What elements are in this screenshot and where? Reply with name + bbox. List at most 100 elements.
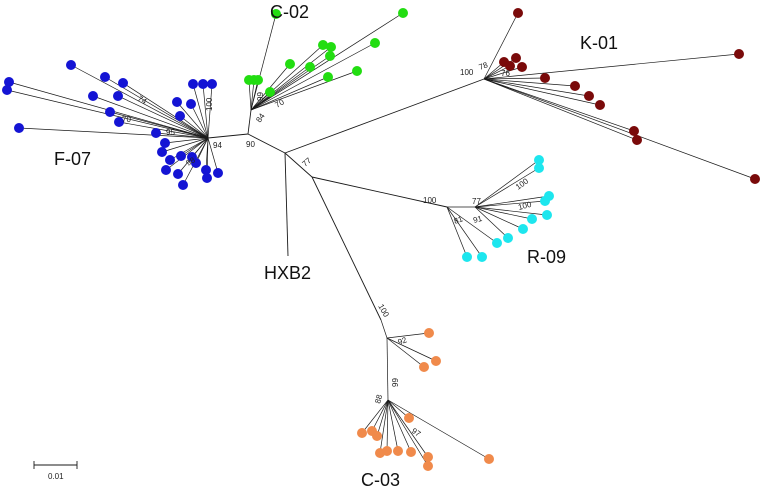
tip-node [213,168,223,178]
tip-node [198,79,208,89]
bootstrap-label: 77 [301,156,314,169]
tip-node [160,138,170,148]
tip-node [265,87,275,97]
tip-node [14,123,24,133]
tip-node [372,431,382,441]
bootstrap-label: 77 [472,197,481,206]
c03-tips [357,328,494,471]
tip-node [382,446,392,456]
scale-bar-label: 0.01 [48,472,64,481]
tip-node [157,147,167,157]
tip-node [517,62,527,72]
c02-stem-branch [247,109,252,135]
bootstrap-label: 100 [517,200,533,212]
scale-bar: 0.01 [33,461,78,481]
c03-stem-branch [311,176,382,321]
bootstrap-label: 99 [256,92,265,101]
r09-tips [462,155,554,262]
clade-label-f07: F-07 [54,149,91,169]
clade-label-hxb2: HXB2 [264,263,311,283]
tip-node [352,66,362,76]
bootstrap-label: 78 [478,60,490,72]
tip-node [325,51,335,61]
clade-k01 [483,8,760,184]
tip-node [462,252,472,262]
tip-node [398,8,408,18]
bootstrap-label: 81 [453,214,465,226]
k01-tips [499,8,760,184]
tip-node [632,135,642,145]
clade-label-r09: R-09 [527,247,566,267]
tip-node [173,169,183,179]
tip-node [271,9,281,19]
tip-node [151,128,161,138]
tip-node [492,238,502,248]
tip-node [540,196,550,206]
tip-node [423,452,433,462]
tip-node [285,59,295,69]
tip-node [734,49,744,59]
bootstrap-label: 100 [376,303,391,320]
bootstrap-label: 100 [460,68,474,77]
tip-node [534,155,544,165]
bootstrap-label: 76 [501,69,510,78]
tip-node [176,151,186,161]
tip-node [477,252,487,262]
bootstrap-label: 92 [397,335,409,347]
tip-node [542,210,552,220]
clade-r09 [446,155,554,262]
tip-node [100,72,110,82]
tip-node [326,42,336,52]
tip-node [323,72,333,82]
tip-node [202,173,212,183]
clade-labels: F-07 C-02 K-01 R-09 C-03 HXB2 [54,2,618,489]
tip-node [570,81,580,91]
bootstrap-label: 100 [423,196,437,205]
tip-node [484,454,494,464]
bootstrap-label: 100 [205,97,214,111]
tip-node [113,91,123,101]
tip-node [511,53,521,63]
clade-c02 [244,8,408,111]
tip-node [534,163,544,173]
tip-node [172,97,182,107]
tip-node [161,165,171,175]
tip-node [629,126,639,136]
tip-node [431,356,441,366]
tip-node [503,233,513,243]
tip-node [419,362,429,372]
tip-node [370,38,380,48]
tip-node [357,428,367,438]
bootstrap-label: 97 [410,426,423,439]
tip-node [4,77,14,87]
tip-node [584,91,594,101]
bootstrap-label: 91 [472,214,483,225]
tip-node [118,78,128,88]
tip-node [165,155,175,165]
bootstrap-label: 95 [166,128,175,137]
tip-node [188,79,198,89]
bootstrap-label: 88 [373,393,384,404]
tip-node [88,91,98,101]
tip-node [201,165,211,175]
tip-node [595,100,605,110]
backbone-branch [247,133,286,154]
bootstrap-label: 90 [246,140,255,149]
clade-label-k01: K-01 [580,33,618,53]
tip-node [423,461,433,471]
clade-label-c02: C-02 [270,2,309,22]
bootstrap-label: 74 [136,94,149,107]
tip-node [318,40,328,50]
tip-node [404,413,414,423]
tip-node [527,214,537,224]
tip-node [66,60,76,70]
f07-tips [2,60,223,190]
tip-node [175,111,185,121]
tip-node [186,99,196,109]
clade-c03 [357,319,494,471]
tip-node [105,107,115,117]
tip-node [253,75,263,85]
tip-node [178,180,188,190]
bootstrap-label: 100 [514,176,531,191]
